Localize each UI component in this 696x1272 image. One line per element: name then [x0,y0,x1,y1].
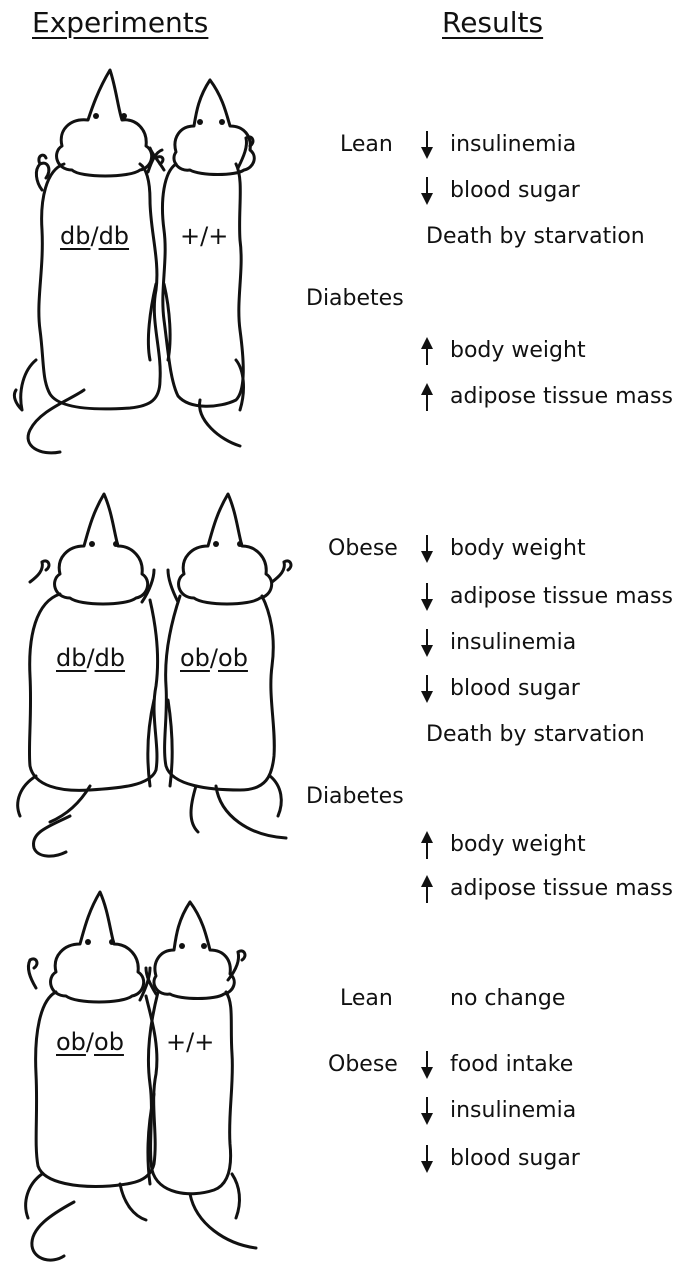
left-genotype: ob/ob [56,1028,124,1056]
parabiotic-mice-illustration-1 [0,60,300,460]
decrease-arrow-icon [420,1050,434,1087]
result-text: body weight [450,338,586,364]
result-text: Death by starvation [426,722,645,748]
right-genotype: +/+ [180,222,228,250]
genotype-separator: / [86,1028,94,1056]
allele: db [95,644,125,672]
result-text: food intake [450,1052,573,1078]
allele: db [99,222,129,250]
result-text: insulinemia [450,630,576,656]
decrease-arrow-icon [420,1096,434,1133]
result-text: blood sugar [450,676,580,702]
result-text: no change [450,986,565,1012]
experiment-1-mice: db/db +/+ [0,60,300,460]
parabiotic-mice-illustration-2 [0,486,300,866]
right-genotype: +/+ [166,1028,214,1056]
result-text: body weight [450,832,586,858]
parabiotic-mice-illustration-3 [0,884,300,1272]
decrease-arrow-icon [420,1144,434,1181]
result-text: blood sugar [450,178,580,204]
allele: ob [180,644,210,672]
result-group-label: Obese [328,536,398,562]
genotype-separator: / [210,644,218,672]
decrease-arrow-icon [420,582,434,619]
decrease-arrow-icon [420,628,434,665]
left-genotype: db/db [56,644,125,672]
result-group-label: Lean [340,132,393,158]
result-text: blood sugar [450,1146,580,1172]
result-group-label: Obese [328,1052,398,1078]
allele: db [60,222,90,250]
decrease-arrow-icon [420,130,434,167]
allele: ob [56,1028,86,1056]
result-text: adipose tissue mass [450,384,673,410]
increase-arrow-icon [420,874,434,911]
decrease-arrow-icon [420,176,434,213]
left-genotype: db/db [60,222,129,250]
genotype-separator: / [90,222,98,250]
result-group-label: Diabetes [306,784,404,810]
result-group-label: Lean [340,986,393,1012]
result-group-label: Diabetes [306,286,404,312]
allele: ob [218,644,248,672]
result-text: insulinemia [450,132,576,158]
result-text: insulinemia [450,1098,576,1124]
increase-arrow-icon [420,336,434,373]
increase-arrow-icon [420,830,434,867]
experiment-3-mice: ob/ob +/+ [0,884,300,1272]
decrease-arrow-icon [420,534,434,571]
decrease-arrow-icon [420,674,434,711]
right-genotype: ob/ob [180,644,248,672]
increase-arrow-icon [420,382,434,419]
result-text: Death by starvation [426,224,645,250]
experiments-heading: Experiments [32,6,208,40]
result-text: body weight [450,536,586,562]
genotype-separator: / [86,644,94,672]
allele: ob [94,1028,124,1056]
result-text: adipose tissue mass [450,584,673,610]
allele: db [56,644,86,672]
result-text: adipose tissue mass [450,876,673,902]
experiment-2-mice: db/db ob/ob [0,486,300,866]
